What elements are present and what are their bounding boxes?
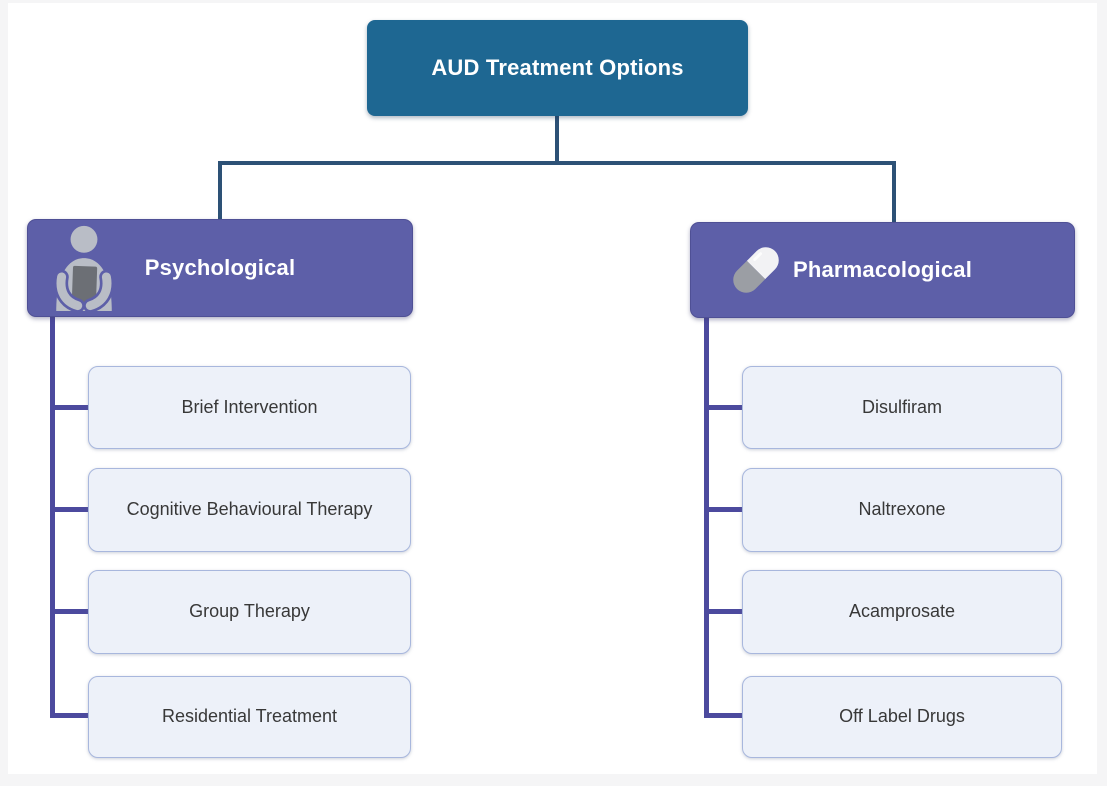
person-reading-icon [48, 225, 120, 313]
child-node-brief-intervention: Brief Intervention [88, 366, 411, 449]
branch-node-pharmacological: Pharmacological [690, 222, 1075, 318]
child-node-disulfiram: Disulfiram [742, 366, 1062, 449]
connector-stub-cbt [50, 507, 88, 512]
connector-root-stem [555, 116, 559, 163]
child-label: Cognitive Behavioural Therapy [126, 499, 373, 520]
child-label: Residential Treatment [161, 706, 338, 727]
connector-stub-off-label-drugs [704, 713, 742, 718]
child-label: Brief Intervention [181, 396, 318, 417]
branch-node-psychological: Psychological [27, 219, 413, 317]
child-node-group-therapy: Group Therapy [88, 570, 411, 654]
connector-stub-brief-intervention [50, 405, 88, 410]
child-node-naltrexone: Naltrexone [742, 468, 1062, 552]
child-label: Disulfiram [861, 396, 942, 417]
connector-stub-residential-treatment [50, 713, 88, 718]
child-node-cognitive-behavioural-therapy: Cognitive Behavioural Therapy [88, 468, 411, 552]
child-node-acamprosate: Acamprosate [742, 570, 1062, 654]
branch-label-pharmacological: Pharmacological [792, 257, 973, 282]
child-label: Group Therapy [189, 601, 310, 622]
child-node-residential-treatment: Residential Treatment [88, 676, 411, 758]
connector-stub-acamprosate [704, 609, 742, 614]
connector-root-crossbar [218, 161, 896, 165]
capsule-icon [717, 233, 795, 307]
connector-drop-psychological [218, 161, 222, 221]
connector-spine-psychological [50, 316, 55, 718]
connector-stub-naltrexone [704, 507, 742, 512]
child-node-off-label-drugs: Off Label Drugs [742, 676, 1062, 758]
root-node: AUD Treatment Options [367, 20, 748, 116]
connector-stub-group-therapy [50, 609, 88, 614]
child-label: Acamprosate [848, 601, 956, 622]
connector-drop-pharmacological [892, 161, 896, 224]
branch-label-psychological: Psychological [144, 255, 296, 280]
connector-spine-pharmacological [704, 317, 709, 718]
root-node-label: AUD Treatment Options [431, 55, 684, 80]
connector-stub-disulfiram [704, 405, 742, 410]
child-label: Naltrexone [858, 499, 946, 520]
child-label: Off Label Drugs [839, 706, 965, 727]
